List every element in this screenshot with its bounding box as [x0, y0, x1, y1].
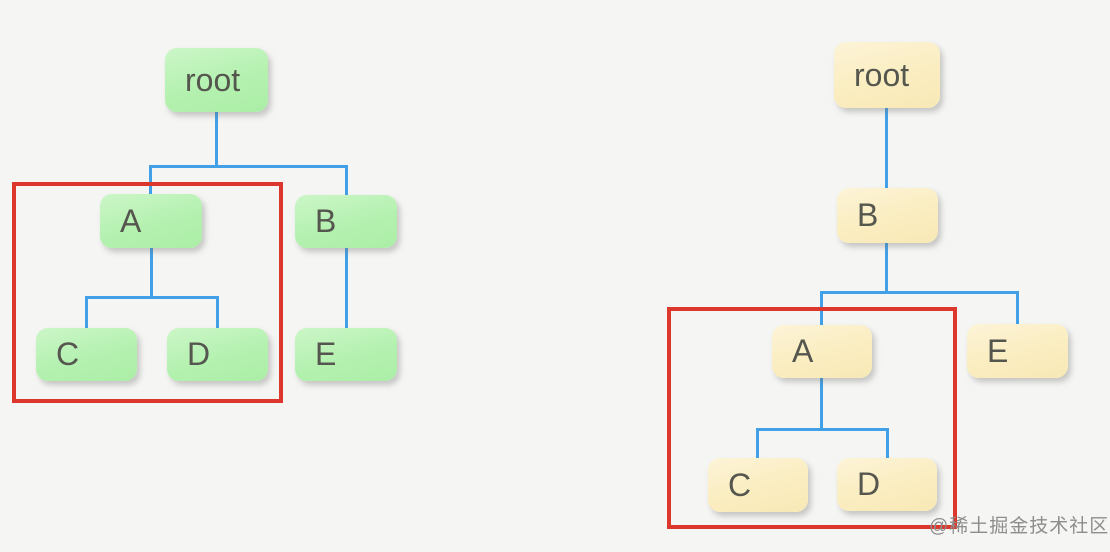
- right-node-c: C: [708, 458, 808, 512]
- right-node-b: B: [837, 188, 938, 243]
- left-node-c: C: [36, 328, 137, 381]
- right-node-a: A: [772, 325, 872, 378]
- right-connector-a-split: [756, 428, 889, 431]
- right-connector-a-stem: [820, 378, 823, 430]
- left-node-root-label: root: [185, 61, 241, 98]
- right-connector-drop-c: [756, 428, 759, 458]
- left-node-e: E: [295, 328, 397, 381]
- left-node-b: B: [295, 195, 397, 248]
- left-node-a: A: [100, 194, 202, 248]
- left-node-d: D: [167, 328, 268, 381]
- right-connector-b-split: [820, 291, 1019, 294]
- left-connector-root-split: [150, 165, 348, 168]
- right-connector-root-b: [885, 108, 888, 188]
- right-node-e: E: [967, 324, 1068, 378]
- right-node-e-label: E: [987, 332, 1009, 369]
- right-node-d-label: D: [857, 466, 881, 502]
- right-node-root: root: [834, 42, 940, 108]
- left-connector-root-stem: [215, 112, 218, 166]
- left-connector-a-stem: [150, 248, 153, 298]
- left-node-a-label: A: [120, 202, 142, 239]
- left-connector-b-e: [345, 248, 348, 329]
- right-node-b-label: B: [857, 197, 879, 233]
- right-node-c-label: C: [728, 466, 752, 503]
- right-node-root-label: root: [854, 56, 910, 93]
- left-node-b-label: B: [315, 203, 337, 239]
- left-node-e-label: E: [315, 336, 337, 372]
- left-subtree-highlight-rect: [12, 182, 283, 403]
- watermark-text: @稀土掘金技术社区: [929, 516, 1110, 537]
- right-node-a-label: A: [792, 333, 814, 369]
- right-connector-drop-d: [886, 428, 889, 458]
- right-connector-b-stem: [885, 243, 888, 293]
- right-subtree-highlight-rect: [667, 307, 957, 529]
- right-node-d: D: [837, 458, 937, 511]
- left-connector-drop-d: [216, 296, 219, 329]
- right-connector-drop-e: [1016, 291, 1019, 324]
- left-node-root: root: [165, 48, 268, 112]
- left-connector-drop-b: [345, 165, 348, 196]
- left-connector-a-split: [85, 296, 219, 299]
- left-connector-drop-a: [149, 165, 152, 195]
- left-connector-drop-c: [85, 296, 88, 329]
- left-node-c-label: C: [56, 336, 80, 372]
- left-node-d-label: D: [187, 336, 211, 372]
